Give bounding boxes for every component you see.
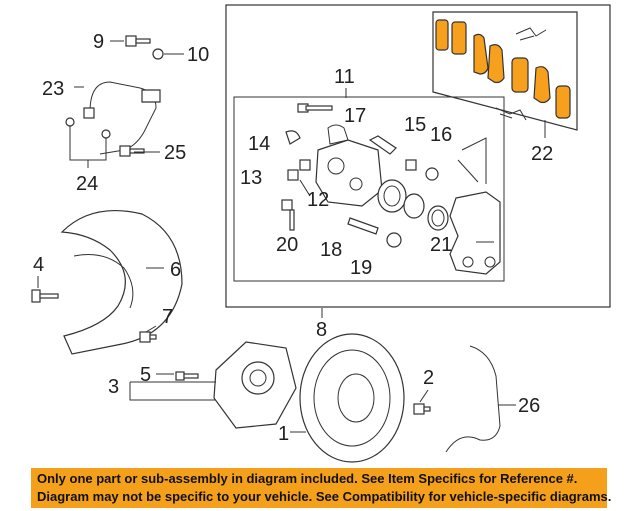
- piston-and-seals: [377, 179, 449, 231]
- brake-rotor: [299, 333, 405, 463]
- callout-16: 16: [430, 124, 452, 146]
- callout-2: 2: [423, 367, 434, 389]
- brake-parts-diagram: 9 10 23 24 25 11 17 14 15 16 13 12 20 18…: [31, 4, 611, 463]
- caliper-bracket: [449, 191, 501, 275]
- shield-bolt: [139, 331, 157, 343]
- hub-and-bearing: [175, 341, 297, 429]
- hose-bolt: [125, 35, 164, 60]
- wheel-stud: [31, 289, 59, 303]
- callout-21: 21: [430, 234, 452, 256]
- leader-lines: [37, 40, 516, 433]
- callout-1: 1: [278, 423, 289, 445]
- callout-14: 14: [248, 133, 270, 155]
- caliper-body: [315, 124, 383, 207]
- caliper-hardware: [281, 103, 439, 248]
- callout-6: 6: [170, 259, 181, 281]
- callout-26: 26: [518, 395, 540, 417]
- caliper-subassembly-frame: [233, 96, 505, 282]
- callout-22: 22: [531, 143, 553, 165]
- callout-25: 25: [164, 142, 186, 164]
- callout-23: 23: [42, 78, 64, 100]
- callout-15: 15: [404, 114, 426, 136]
- callout-19: 19: [350, 257, 372, 279]
- disclaimer-line-2: Diagram may not be specific to your vehi…: [37, 489, 612, 504]
- callout-9: 9: [93, 31, 104, 53]
- dust-shield: [60, 209, 183, 355]
- caliper-assembly-frame: [225, 4, 611, 308]
- pad-kit-frame: [432, 11, 578, 131]
- disclaimer-line-1: Only one part or sub-assembly in diagram…: [37, 471, 578, 486]
- callout-13: 13: [240, 167, 262, 189]
- callout-24: 24: [76, 173, 98, 195]
- callout-12: 12: [307, 189, 329, 211]
- callout-8: 8: [316, 319, 327, 341]
- callout-3: 3: [108, 376, 119, 398]
- callout-10: 10: [187, 44, 209, 66]
- rotor-screw: [413, 403, 431, 415]
- disclaimer-banner: Only one part or sub-assembly in diagram…: [31, 468, 612, 508]
- brake-pad-set: [435, 19, 571, 121]
- callout-17: 17: [344, 105, 366, 127]
- callout-7: 7: [162, 306, 173, 328]
- abs-sensor: [445, 345, 501, 453]
- callouts: 9 10 23 24 25 11 17 14 15 16 13 12 20 18…: [33, 31, 553, 445]
- callout-20: 20: [276, 234, 298, 256]
- callout-4: 4: [33, 254, 44, 276]
- brake-hose: [65, 81, 161, 155]
- bleeder-bolt: [119, 145, 145, 157]
- callout-5: 5: [140, 364, 151, 386]
- callout-18: 18: [320, 239, 342, 261]
- callout-11: 11: [334, 66, 355, 88]
